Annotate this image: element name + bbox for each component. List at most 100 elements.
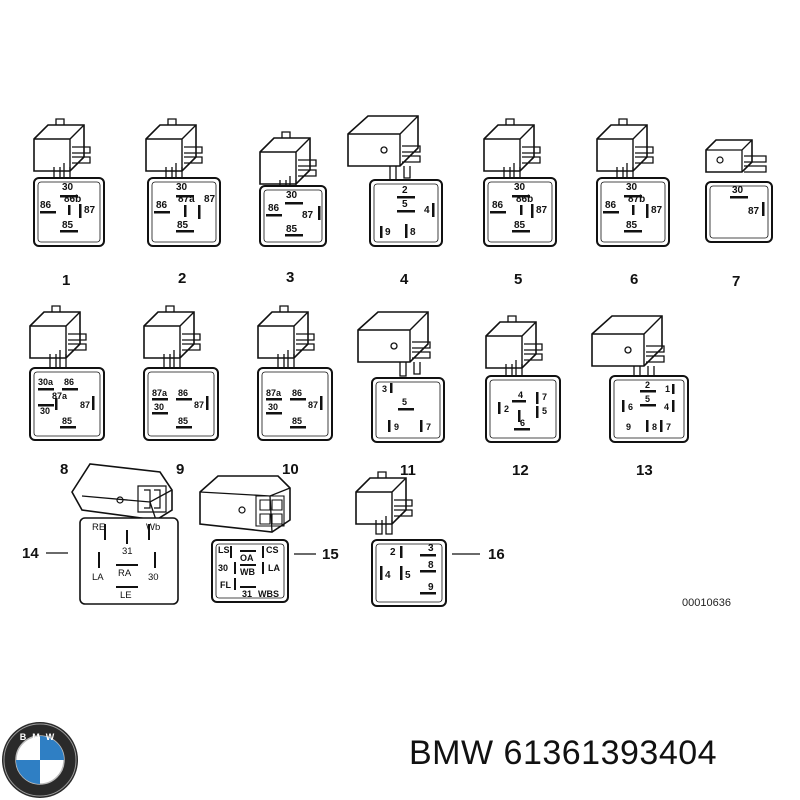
pin-label: 9 (428, 582, 434, 593)
relay-3 (259, 131, 327, 247)
pin-label: 85 (62, 416, 72, 426)
pin-label: 86 (64, 377, 74, 387)
pin-label: 2 (504, 404, 509, 414)
pin-label: 2 (402, 185, 408, 196)
pin-label: 86 (156, 200, 168, 211)
pin-label: 87 (204, 194, 216, 205)
pin-label: LE (120, 590, 132, 601)
callout-number: 2 (178, 270, 186, 287)
relay-13 (591, 315, 689, 443)
callout-number: 16 (488, 546, 505, 563)
callout-number: 6 (630, 271, 638, 288)
pin-label: 8 (652, 422, 657, 432)
pin-label: 87 (84, 205, 96, 216)
pin-label: OA (240, 553, 254, 563)
pin-label: 86 (292, 388, 302, 398)
pin-label: 86 (605, 200, 617, 211)
pin-label: WBS (258, 589, 279, 599)
pin-label: 87 (194, 400, 204, 410)
pin-label: LA (268, 563, 280, 573)
pin-label: 87 (308, 400, 318, 410)
relay-1 (33, 118, 105, 247)
pin-label: 9 (626, 422, 631, 432)
pin-label: 7 (426, 422, 431, 432)
pin-label: 85 (286, 224, 298, 235)
pin-label: 31 (242, 589, 252, 599)
pin-label: 2 (645, 380, 650, 390)
pin-label: Wb (146, 522, 160, 533)
pin-label: 8 (428, 560, 434, 571)
pin-label: 5 (542, 406, 547, 416)
pin-label: 30 (218, 563, 228, 573)
pin-label: 85 (62, 220, 74, 231)
pin-label: 3 (382, 384, 387, 394)
pin-label: 2 (390, 547, 396, 558)
pin-label: RE (92, 522, 105, 533)
pin-label: 4 (518, 390, 523, 400)
pin-label: 9 (385, 227, 391, 238)
pin-label: 5 (405, 570, 411, 581)
part-caption: BMW 61361393404 (409, 734, 717, 773)
pin-label: 6 (628, 402, 633, 412)
pin-label: 85 (178, 416, 188, 426)
pin-label: 87 (748, 206, 760, 217)
pin-label: 30 (154, 402, 164, 412)
pin-label: 6 (520, 418, 525, 428)
relay-9 (143, 305, 219, 441)
relay-8 (29, 305, 105, 441)
callout-number: 3 (286, 269, 294, 286)
relay-7 (705, 139, 773, 243)
relay-2 (145, 118, 221, 247)
callout-number: 8 (60, 461, 68, 478)
callout-number: 15 (322, 546, 339, 563)
pin-label: 87 (302, 210, 314, 221)
pin-label: 30a (38, 377, 54, 387)
pin-label: 30 (62, 182, 74, 193)
pin-label: 86 (178, 388, 188, 398)
pin-label: 87 (80, 400, 90, 410)
pin-label: 7 (666, 422, 671, 432)
pin-label: 30 (286, 190, 298, 201)
drawing-id: 00010636 (682, 597, 731, 609)
callout-number: 11 (400, 462, 416, 479)
bmw-logo: BMW (2, 722, 78, 798)
pin-label: 30 (732, 185, 744, 196)
pin-label: 87 (536, 205, 548, 216)
pin-label: 87b (628, 194, 645, 205)
callout-number: 12 (512, 462, 529, 479)
pin-label: WB (240, 567, 255, 577)
pin-label: 1 (665, 384, 670, 394)
callout-number: 5 (514, 271, 522, 288)
pin-label: LA (92, 572, 104, 583)
logo-lettering: BMW (20, 732, 61, 742)
pin-label: 86 (268, 203, 280, 214)
relay-14 (71, 463, 179, 605)
pin-label: 8 (410, 227, 416, 238)
pin-label: 86b (64, 194, 81, 205)
pin-label: 87a (152, 388, 168, 398)
pin-label: 30 (268, 402, 278, 412)
pin-label: 5 (402, 199, 408, 210)
callout-number: 10 (282, 461, 299, 478)
pin-label: 5 (645, 394, 650, 404)
pin-label: 7 (542, 392, 547, 402)
pin-label: 4 (424, 205, 430, 216)
pin-label: 9 (394, 422, 399, 432)
pin-label: 5 (402, 397, 407, 407)
pin-label: 85 (514, 220, 526, 231)
relay-4 (347, 115, 443, 247)
pin-label: 86 (40, 200, 52, 211)
pin-label: 85 (177, 220, 189, 231)
pin-label: 3 (428, 543, 434, 554)
pin-label: FL (220, 580, 231, 590)
callout-number: 4 (400, 271, 409, 288)
callout-number: 9 (176, 461, 184, 478)
pin-label: 87a (266, 388, 282, 398)
pin-label: 31 (122, 546, 133, 557)
pin-label: 85 (626, 220, 638, 231)
callout-number: 7 (732, 273, 740, 290)
pin-label: 30 (626, 182, 638, 193)
pin-label: 86 (492, 200, 504, 211)
callout-number: 13 (636, 462, 653, 479)
relay-16 (355, 471, 447, 607)
